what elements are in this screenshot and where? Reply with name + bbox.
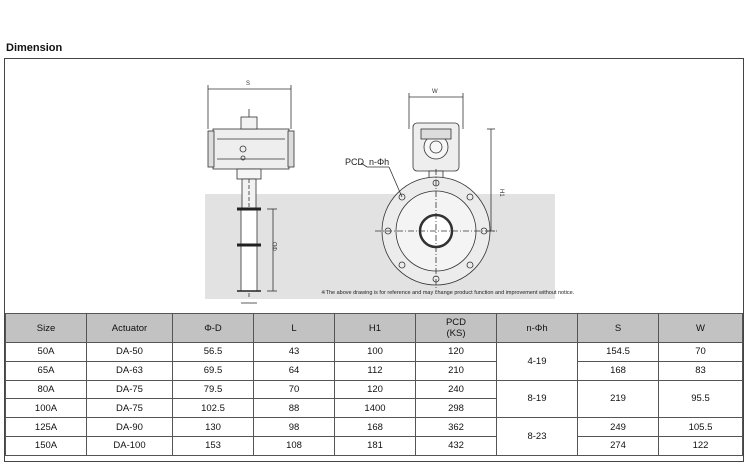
cell-s: 274 — [577, 435, 659, 456]
cell-d: 102.5 — [172, 398, 254, 419]
table-row: 50A DA-50 56.5 43 100 120 4-19 154.5 70 — [5, 342, 743, 381]
cell-s: 249 — [577, 417, 659, 437]
col-w: W — [658, 313, 743, 343]
cell-size: 125A — [5, 417, 87, 437]
cell-pcd: 362 — [415, 417, 497, 437]
cell-d: 153 — [172, 435, 254, 456]
cell-w: 83 — [658, 360, 743, 381]
cell-h1: 181 — [334, 435, 416, 456]
table-row: 150A DA-100 153 108 181 432 274 122 — [5, 435, 743, 456]
cell-size: 150A — [5, 435, 87, 456]
cell-nh: 8-23 — [496, 417, 578, 456]
cell-size: 80A — [5, 379, 87, 400]
dimension-table: Size Actuator Φ-D L H1 PCD (KS) n-Φh S W… — [5, 313, 743, 456]
cell-d: 69.5 — [172, 360, 254, 381]
cell-pcd: 120 — [415, 342, 497, 362]
dim-h1-label: H1 — [498, 189, 504, 197]
cell-l: 70 — [253, 379, 335, 400]
cell-actuator: DA-90 — [86, 417, 173, 437]
cell-pcd: 432 — [415, 435, 497, 456]
col-l: L — [253, 313, 335, 343]
cell-size: 100A — [5, 398, 87, 419]
cell-w: 122 — [658, 435, 743, 456]
col-nh: n-Φh — [496, 313, 578, 343]
cell-d: 130 — [172, 417, 254, 437]
table-row: 80A DA-75 79.5 70 120 240 8-19 219 95.5 — [5, 379, 743, 419]
table-row: 65A DA-63 69.5 64 112 210 168 83 — [5, 360, 743, 381]
cell-size: 65A — [5, 360, 87, 381]
cell-pcd: 240 — [415, 379, 497, 400]
cell-l: 88 — [253, 398, 335, 419]
cell-l: 64 — [253, 360, 335, 381]
section-title: Dimension — [6, 42, 63, 54]
cell-size: 50A — [5, 342, 87, 362]
dim-w-label: W — [432, 89, 438, 95]
cell-l: 98 — [253, 417, 335, 437]
col-pcd: PCD (KS) — [415, 313, 497, 343]
cell-s: 219 — [577, 379, 659, 419]
col-pcd-line1: PCD — [445, 317, 467, 328]
col-actuator: Actuator — [86, 313, 173, 343]
dim-s-label: S — [246, 81, 250, 87]
cell-h1: 112 — [334, 360, 416, 381]
dim-d-label: ΦD — [273, 241, 279, 251]
side-view — [207, 85, 295, 304]
cell-h1: 120 — [334, 379, 416, 400]
technical-drawing: S ΦD — [205, 81, 555, 304]
drawing-note: ※The above drawing is for reference and … — [321, 290, 575, 296]
cell-h1: 168 — [334, 417, 416, 437]
col-s: S — [577, 313, 659, 343]
table-row: 125A DA-90 130 98 168 362 8-23 249 105.5 — [5, 417, 743, 456]
cell-l: 108 — [253, 435, 335, 456]
cell-d: 56.5 — [172, 342, 254, 362]
holes-label: n-Φh — [369, 157, 389, 167]
cell-w: 95.5 — [658, 379, 743, 419]
table-row: 100A DA-75 102.5 88 1400 298 — [5, 398, 743, 419]
cell-nh: 4-19 — [496, 342, 578, 381]
cell-d: 79.5 — [172, 379, 254, 400]
cell-s: 154.5 — [577, 342, 659, 362]
pcd-label: PCD — [345, 157, 365, 167]
cell-nh: 8-19 — [496, 379, 578, 419]
cell-actuator: DA-50 — [86, 342, 173, 362]
table-header-row: Size Actuator Φ-D L H1 PCD (KS) n-Φh S W — [5, 313, 743, 343]
cell-l: 43 — [253, 342, 335, 362]
col-d: Φ-D — [172, 313, 254, 343]
cell-h1: 100 — [334, 342, 416, 362]
cell-actuator: DA-63 — [86, 360, 173, 381]
cell-actuator: DA-75 — [86, 379, 173, 400]
cell-s: 168 — [577, 360, 659, 381]
cell-w: 70 — [658, 342, 743, 362]
col-h1: H1 — [334, 313, 416, 343]
drawing-background — [205, 194, 555, 299]
dimension-frame: S ΦD — [4, 58, 744, 462]
front-view — [360, 93, 497, 291]
col-size: Size — [5, 313, 87, 343]
cell-h1: 1400 — [334, 398, 416, 419]
cell-pcd: 210 — [415, 360, 497, 381]
cell-pcd: 298 — [415, 398, 497, 419]
cell-w: 105.5 — [658, 417, 743, 437]
cell-actuator: DA-100 — [86, 435, 173, 456]
col-pcd-line2: (KS) — [446, 328, 466, 339]
cell-actuator: DA-75 — [86, 398, 173, 419]
